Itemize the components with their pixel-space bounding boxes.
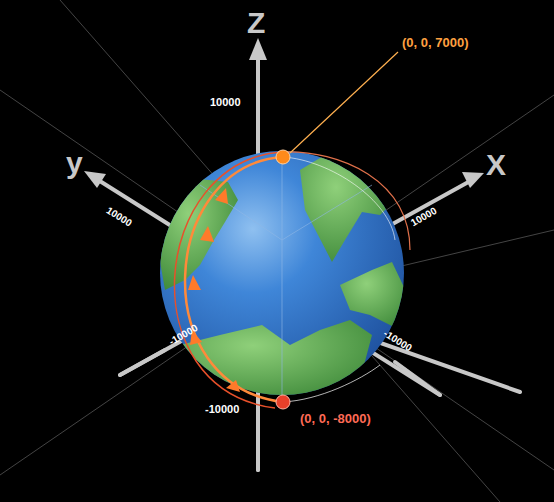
orbit-arrow xyxy=(188,188,240,392)
continent xyxy=(158,152,410,400)
orbit xyxy=(174,152,410,408)
axis xyxy=(120,350,440,470)
axis-label: y xyxy=(66,148,83,178)
tick-label: 10000 xyxy=(409,206,438,229)
axis-label: Z xyxy=(247,8,265,38)
axis-label: X xyxy=(486,150,506,180)
axis xyxy=(95,60,520,470)
leader-line xyxy=(290,52,398,153)
point-label: (0, 0, 7000) xyxy=(402,36,469,49)
orbit-point xyxy=(276,150,290,164)
tick-label: 10000 xyxy=(210,97,241,108)
tick-label: 10000 xyxy=(104,205,133,228)
tick-label: -10000 xyxy=(205,404,239,415)
orbit-point xyxy=(276,395,290,409)
globe-seam xyxy=(200,151,372,395)
point-label: (0, 0, -8000) xyxy=(300,412,371,425)
